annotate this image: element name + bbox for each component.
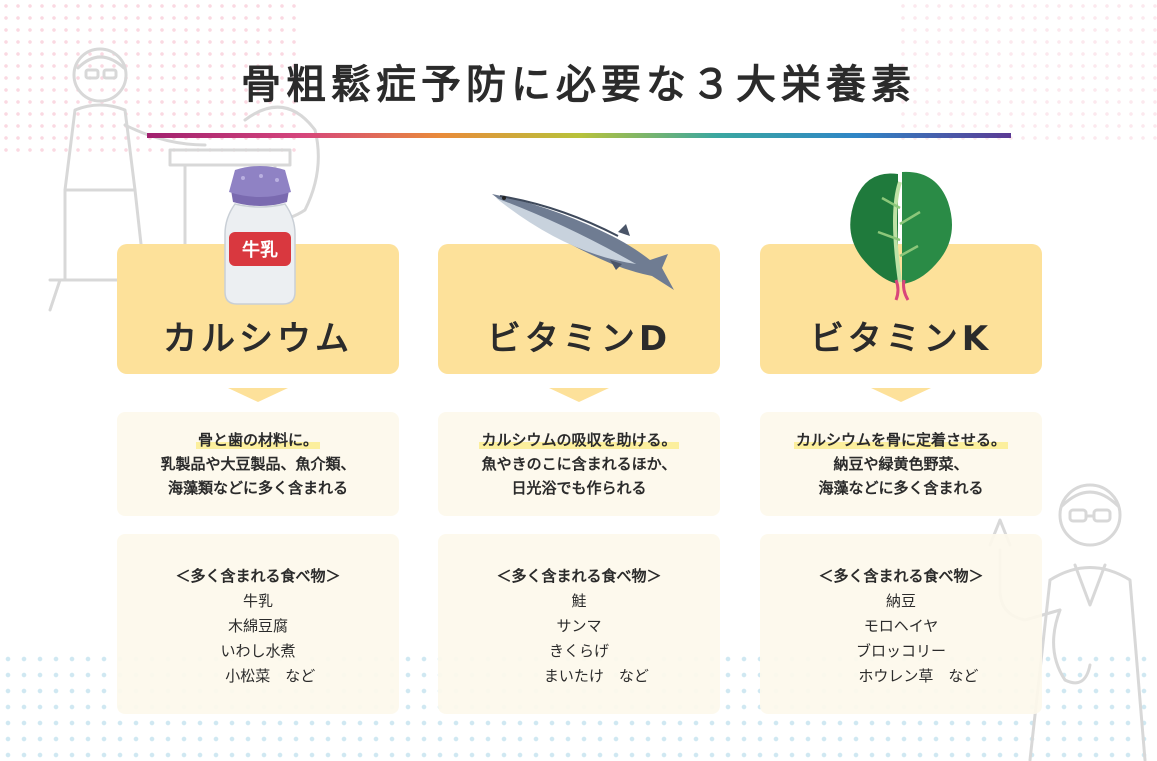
nutrient-info-card (117, 412, 399, 516)
spinach-leaf-icon (850, 171, 952, 301)
nutrient-info-card (760, 412, 1042, 516)
food-list-heading: ＜多く含まれる食べ物＞ (496, 567, 662, 585)
list-item: いわし水煮 (220, 642, 296, 660)
list-item: 小松菜 など (200, 667, 316, 685)
nutrient-name: ビタミンK (809, 319, 993, 359)
nutrient-column-calcium: 牛乳 カルシウム 骨と歯の材料に。 乳製品や大豆製品、魚介類、 海藻類などに多く… (117, 0, 399, 761)
list-item: 納豆 (885, 592, 916, 610)
nutrient-info-line: 海藻などに多く含まれる (818, 479, 984, 497)
milk-bottle-icon: 牛乳 (224, 166, 296, 305)
nutrient-info-line: 日光浴でも作られる (511, 479, 647, 497)
down-arrow-icon (871, 388, 931, 402)
food-list: 牛乳 木綿豆腐 いわし水煮 小松菜 など (117, 589, 399, 689)
nutrient-info-card (438, 412, 720, 516)
list-item: 牛乳 (242, 592, 273, 610)
nutrient-info-highlight: 骨と歯の材料に。 (195, 431, 320, 449)
list-item: ホウレン草 など (823, 667, 979, 685)
list-item: ブロッコリー (855, 642, 946, 660)
food-list-heading: ＜多く含まれる食べ物＞ (818, 567, 984, 585)
nutrient-name-card (760, 244, 1042, 374)
nutrient-info-text: カルシウムの吸収を助ける。 魚やきのこに含まれるほか、 日光浴でも作られる (438, 428, 720, 500)
list-item: サンマ (556, 617, 602, 635)
nutrient-info-text: カルシウムを骨に定着させる。 納豆や緑黄色野菜、 海藻などに多く含まれる (760, 428, 1042, 500)
nutrient-info-highlight: カルシウムの吸収を助ける。 (479, 431, 679, 449)
food-list: 納豆 モロヘイヤ ブロッコリー ホウレン草 など (760, 589, 1042, 689)
nutrient-info-line: 海藻類などに多く含まれる (167, 479, 348, 497)
nutrient-info-line: 乳製品や大豆製品、魚介類、 (160, 455, 356, 473)
food-list: 鮭 サンマ きくらげ まいたけ など (438, 589, 720, 689)
food-list-card (438, 534, 720, 714)
nutrient-info-line: 納豆や緑黄色野菜、 (833, 455, 969, 473)
list-item: 鮭 (571, 592, 587, 610)
title-gradient-underline (147, 133, 1011, 138)
down-arrow-icon (549, 388, 609, 402)
nutrient-name-card (438, 244, 720, 374)
food-list-card (760, 534, 1042, 714)
list-item: 木綿豆腐 (227, 617, 288, 635)
nutrient-column-vitamin-k: ビタミンK カルシウムを骨に定着させる。 納豆や緑黄色野菜、 海藻などに多く含ま… (760, 0, 1042, 761)
saury-fish-icon (492, 194, 674, 290)
food-list-card (117, 534, 399, 714)
page-title: 骨粗鬆症予防に必要な３大栄養素 (241, 62, 916, 108)
nutrient-name: ビタミンD (486, 319, 672, 359)
nutrient-name: カルシウム (163, 319, 353, 359)
nutrient-info-line: 魚やきのこに含まれるほか、 (481, 455, 677, 473)
food-list-heading: ＜多く含まれる食べ物＞ (175, 567, 341, 585)
nutrient-info-highlight: カルシウムを骨に定着させる。 (793, 431, 1008, 449)
list-item: モロヘイヤ (863, 617, 939, 635)
nutrient-column-vitamin-d: ビタミンD カルシウムの吸収を助ける。 魚やきのこに含まれるほか、 日光浴でも作… (438, 0, 720, 761)
milk-bottle-label: 牛乳 (242, 239, 278, 261)
down-arrow-icon (228, 388, 288, 402)
list-item: きくらげ (548, 642, 609, 660)
list-item: まいたけ など (509, 667, 649, 685)
nutrient-info-text: 骨と歯の材料に。 乳製品や大豆製品、魚介類、 海藻類などに多く含まれる (117, 428, 399, 500)
